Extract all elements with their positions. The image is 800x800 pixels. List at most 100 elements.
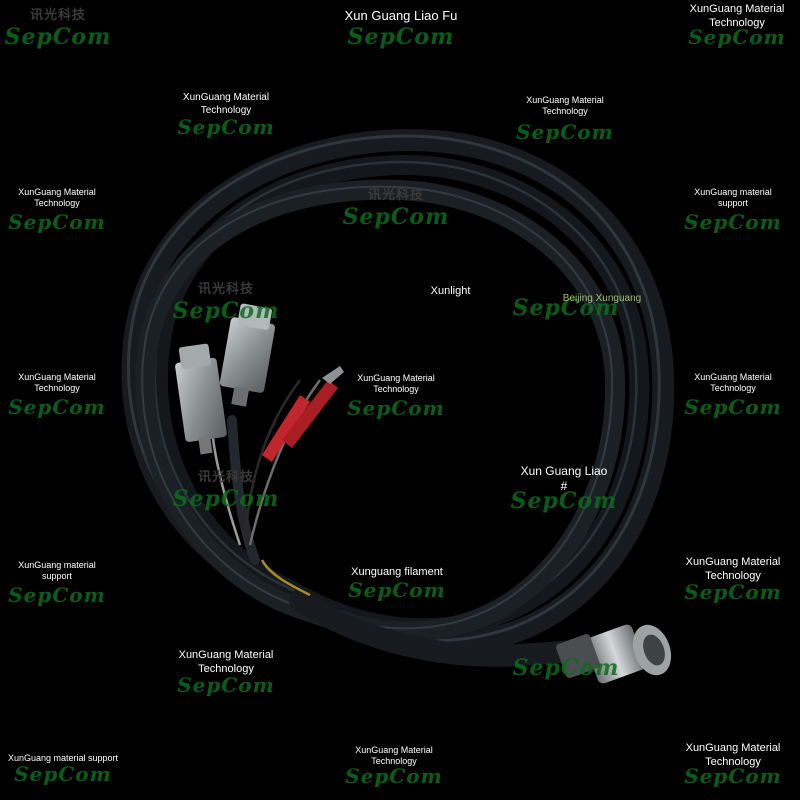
caption-line-1: XunGuang Material bbox=[182, 92, 270, 103]
caption-line-2: Technology bbox=[710, 383, 756, 394]
sepcom-logo: SepCom bbox=[512, 294, 620, 321]
sepcom-logo: SepCom bbox=[172, 486, 280, 513]
caption-line-2: Technology bbox=[34, 383, 80, 394]
caption-bottom-center: XunGuang Material Technology SepCom bbox=[345, 745, 443, 789]
sepcom-logo: SepCom bbox=[510, 488, 618, 514]
chinese-logo: 讯光科技 bbox=[367, 188, 425, 203]
caption-line-1: XunGuang Material bbox=[526, 95, 604, 105]
sepcom-logo: SepCom bbox=[8, 582, 106, 607]
sepcom-logo: SepCom bbox=[348, 577, 446, 602]
caption-line-1: XunGuang Material bbox=[694, 372, 772, 382]
sepcom-logo: SepCom bbox=[177, 115, 275, 139]
wire-black bbox=[243, 379, 302, 541]
wire-white bbox=[210, 429, 242, 546]
sepcom-logo: SepCom bbox=[688, 24, 786, 49]
caption-line-2: Technology bbox=[371, 756, 417, 767]
sepcom-logo: SepCom bbox=[684, 579, 782, 604]
db9-left-screw bbox=[198, 436, 213, 455]
clip-tip bbox=[322, 366, 344, 384]
cable-loop-outer-highlight bbox=[127, 134, 661, 642]
sepcom-logo: SepCom bbox=[8, 394, 106, 419]
caption-line-2: Technology bbox=[542, 106, 588, 117]
caption-r3-center: XunGuang Material Technology SepCom bbox=[347, 373, 445, 421]
caption-line-2: Technology bbox=[200, 104, 252, 116]
db9-connector-left bbox=[175, 343, 227, 455]
caption-text: XunGuang material support bbox=[7, 753, 119, 763]
sepcom-logo: SepCom bbox=[684, 763, 782, 788]
sepcom-logo: SepCom bbox=[177, 672, 275, 697]
caption-r3-left: XunGuang Material Technology SepCom bbox=[8, 372, 106, 420]
sepcom-logo: SepCom bbox=[345, 763, 443, 788]
db9-right-hood bbox=[219, 317, 276, 393]
caption-text: Xun Guang Liao Fu bbox=[344, 8, 458, 23]
caption-r1-right: XunGuang Material Technology SepCom bbox=[516, 95, 614, 145]
caption-bottom-left: XunGuang material support SepCom bbox=[8, 753, 118, 787]
sepcom-logo: SepCom bbox=[516, 119, 614, 144]
red-clip-2 bbox=[282, 380, 338, 448]
caption-line-2: support bbox=[717, 198, 749, 209]
caption-line-1: XunGuang Material bbox=[357, 373, 435, 383]
circular-connector-nut bbox=[556, 634, 600, 678]
caption-line-1: XunGuang Material bbox=[685, 556, 781, 568]
caption-connector-logo: 讯光科技 SepCom bbox=[173, 282, 280, 326]
caption-line-1: XunGuang Material bbox=[178, 649, 274, 661]
caption-top-right: XunGuang Material Technology SepCom bbox=[688, 3, 786, 50]
sepcom-logo: SepCom bbox=[684, 209, 782, 234]
circular-connector-body bbox=[584, 624, 646, 684]
sepcom-logo: SepCom bbox=[512, 655, 620, 681]
caption-line-1: XunGuang Material bbox=[355, 745, 433, 755]
caption-text: Xunguang filament bbox=[351, 566, 443, 578]
caption-r2-center-logo: 讯光科技 SepCom bbox=[343, 188, 450, 232]
sepcom-logo: SepCom bbox=[347, 24, 455, 51]
alligator-clips bbox=[262, 366, 344, 462]
db9-right-shell bbox=[237, 303, 272, 330]
caption-line-2: # bbox=[560, 479, 568, 493]
caption-r4-right: XunGuang Material Technology SepCom bbox=[684, 556, 782, 605]
red-clip-1 bbox=[262, 395, 310, 462]
caption-line-2: Technology bbox=[373, 384, 419, 395]
sepcom-logo: SepCom bbox=[684, 394, 782, 419]
chinese-logo: 讯光科技 bbox=[197, 470, 255, 485]
caption-r2-right: XunGuang material support SepCom bbox=[684, 187, 782, 235]
db9-connector-right bbox=[219, 303, 276, 407]
caption-r1-left: XunGuang Material Technology SepCom bbox=[177, 92, 275, 140]
caption-beijing: Beijing Xunguang bbox=[563, 293, 641, 306]
db9-right-boot bbox=[231, 386, 250, 407]
sepcom-logo: SepCom bbox=[14, 762, 112, 787]
caption-line-2: Technology bbox=[709, 16, 765, 29]
caption-line-1: XunGuang Material bbox=[689, 3, 785, 15]
caption-r4-left: XunGuang material support SepCom bbox=[8, 560, 106, 608]
wire-gray bbox=[248, 379, 322, 546]
caption-line-1: XunGuang material bbox=[18, 560, 96, 570]
sepcom-logo: SepCom bbox=[347, 395, 445, 420]
cable-loop-inner bbox=[135, 179, 626, 642]
caption-r4-center: Xunguang filament SepCom bbox=[348, 566, 446, 603]
lead-wires bbox=[210, 379, 322, 597]
caption-connector-logo-2: SepCom bbox=[513, 655, 620, 683]
wire-yellow bbox=[260, 559, 311, 597]
caption-line-2: Technology bbox=[198, 662, 254, 675]
caption-xgl: Xun Guang Liao # SepCom bbox=[511, 464, 618, 516]
chinese-logo: 讯光科技 bbox=[197, 282, 255, 297]
sepcom-logo: SepCom bbox=[4, 24, 112, 51]
cable-lead-wires bbox=[227, 415, 260, 565]
cable-loop-outer bbox=[121, 128, 675, 656]
db9-left-shell bbox=[178, 343, 211, 369]
db9-left-hood bbox=[175, 357, 227, 442]
chinese-logo: 讯光科技 bbox=[29, 8, 87, 23]
circular-connector bbox=[556, 624, 672, 684]
caption-line-1: XunGuang Material bbox=[18, 372, 96, 382]
sepcom-logo: SepCom bbox=[342, 204, 450, 231]
caption-line-2: Technology bbox=[34, 198, 80, 209]
caption-r3-right: XunGuang Material Technology SepCom bbox=[684, 372, 782, 420]
caption-line-1: Xun Guang Liao bbox=[520, 464, 608, 478]
caption-line-2: Technology bbox=[705, 569, 761, 582]
circular-connector-inner bbox=[643, 634, 665, 666]
caption-line-1: XunGuang Material bbox=[685, 742, 781, 754]
caption-xunlight-text: Xunlight bbox=[430, 285, 471, 297]
caption-lower-left-logo: 讯光科技 SepCom bbox=[173, 470, 280, 514]
caption-bottom-right: XunGuang Material Technology SepCom bbox=[684, 742, 782, 789]
caption-line-1: XunGuang material bbox=[694, 187, 772, 197]
caption-r5-left: XunGuang Material Technology SepCom bbox=[177, 649, 275, 698]
caption-beijing-text: Beijing Xunguang bbox=[562, 293, 642, 304]
